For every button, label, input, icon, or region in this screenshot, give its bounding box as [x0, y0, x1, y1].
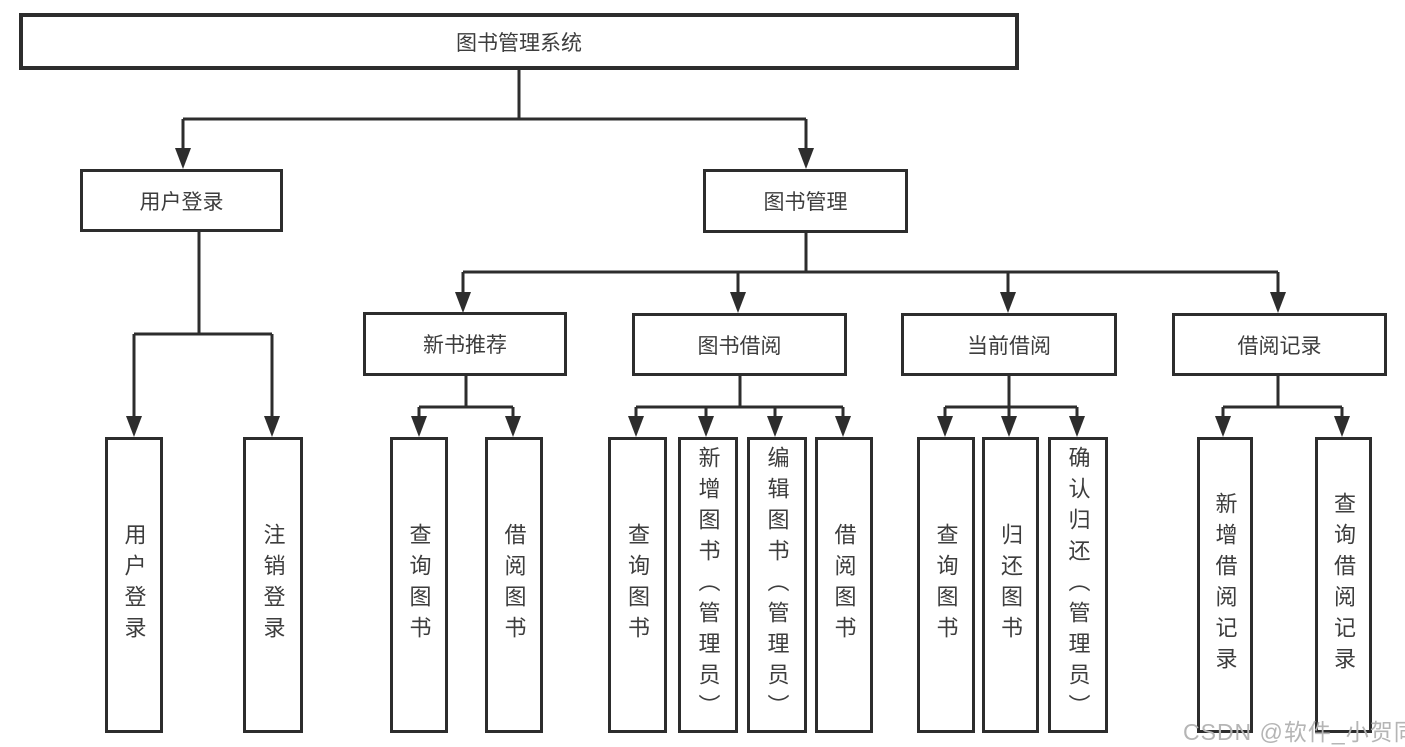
leaf-logout: 注销登录 [243, 437, 303, 733]
csdn-watermark: CSDN @软件_小贺同学 [1183, 719, 1405, 745]
leaf-edit-books-admin: 编辑图书（管理员） [747, 437, 807, 733]
arrowheads [126, 148, 1350, 437]
node-book-management: 图书管理 [703, 169, 908, 233]
node-user-login: 用户登录 [80, 169, 283, 232]
leaf-user-login: 用户登录 [105, 437, 163, 733]
node-current-borrow-label: 当前借阅 [967, 334, 1051, 358]
node-root-system: 图书管理系统 [19, 13, 1019, 70]
node-new-book-recommend-label: 新书推荐 [423, 334, 507, 357]
node-new-book-recommend: 新书推荐 [363, 312, 567, 376]
leaf-borrow-books-recommend: 借阅图书 [485, 437, 543, 733]
leaf-add-borrow-record: 新增借阅记录 [1197, 437, 1253, 733]
leaf-return-books: 归还图书 [982, 437, 1039, 733]
node-current-borrow: 当前借阅 [901, 313, 1117, 376]
leaf-query-books-recommend: 查询图书 [390, 437, 448, 733]
leaf-confirm-return-admin: 确认归还（管理员） [1048, 437, 1108, 733]
node-user-login-label: 用户登录 [139, 190, 224, 214]
leaf-borrow-books: 借阅图书 [815, 437, 873, 733]
node-book-borrow-label: 图书借阅 [697, 334, 782, 358]
leaf-query-books-current: 查询图书 [917, 437, 975, 733]
leaf-query-books-borrow: 查询图书 [608, 437, 667, 733]
node-borrow-records: 借阅记录 [1172, 313, 1387, 376]
leaf-add-books-admin: 新增图书（管理员） [678, 437, 738, 733]
leaf-query-borrow-record: 查询借阅记录 [1315, 437, 1372, 733]
node-root-label: 图书管理系统 [456, 31, 582, 55]
node-book-borrow: 图书借阅 [632, 313, 847, 376]
node-book-management-label: 图书管理 [763, 191, 848, 214]
node-borrow-records-label: 借阅记录 [1237, 334, 1322, 358]
